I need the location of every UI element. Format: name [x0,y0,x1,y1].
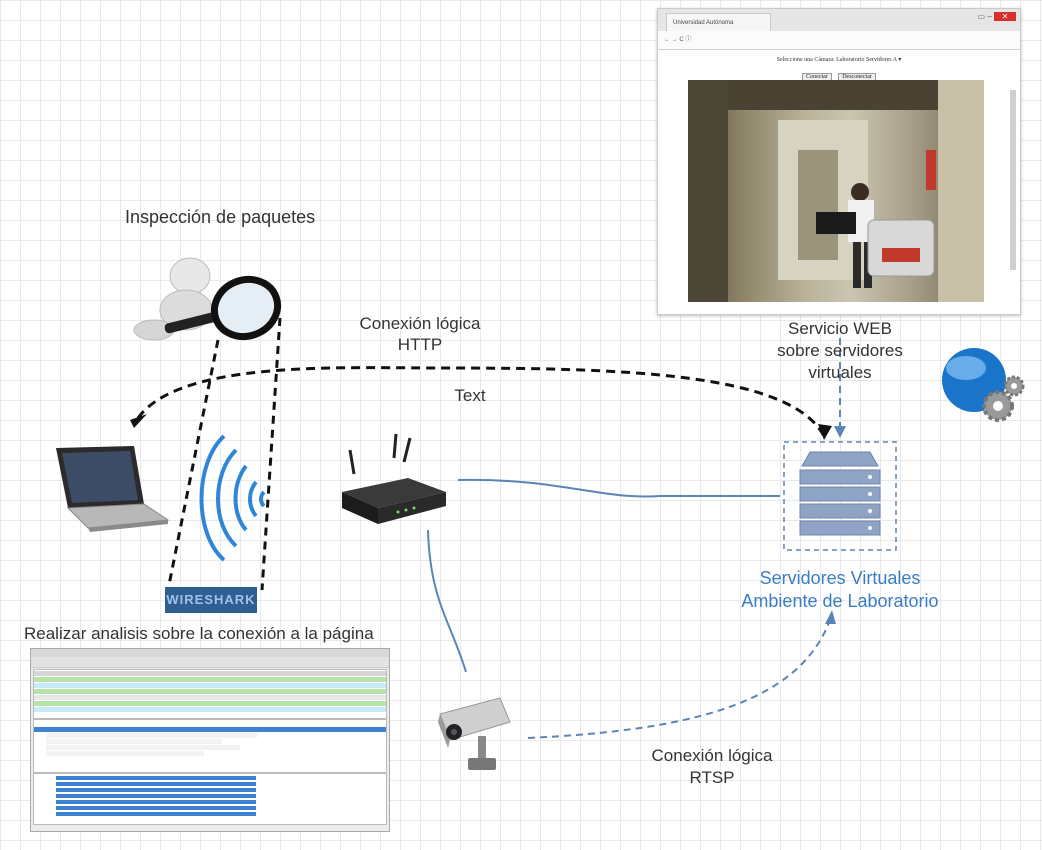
analysis-label: Realizar analisis sobre la conexión a la… [24,624,374,643]
servers-label-line2: Ambiente de Laboratorio [741,591,939,611]
server-icon [783,441,897,551]
browser-scrollbar[interactable] [1010,90,1016,270]
camera-video-feed [688,80,984,302]
rtsp-connection [527,619,831,739]
wireshark-logo: WIRESHARK [165,587,257,613]
browser-tab-bar: Universidad Autónoma ▭ – ✕ [658,9,1020,31]
browser-tab[interactable]: Universidad Autónoma [666,13,771,31]
web-service-arrowhead [834,426,846,438]
wifi-signal-icon [199,434,266,562]
inspection-beam-right [260,317,282,591]
minimize-icon[interactable]: ▭ – [977,12,994,21]
web-service-label-line2: sobre servidores [777,341,903,360]
router-icon [342,433,446,524]
camera-selector[interactable]: Seleccione una Cámara: Laboratorio Servi… [776,57,902,63]
wireshark-titlebar [31,649,389,657]
video-frame-illustration [688,80,984,302]
browser-content: Seleccione una Cámara: Laboratorio Servi… [658,50,1020,314]
wireshark-packet-details[interactable] [33,719,387,773]
camera-selector-value[interactable]: Laboratorio Servidores A [836,57,897,63]
close-icon[interactable]: ✕ [994,12,1016,21]
address-bar[interactable]: ← → C ⓘ [658,31,1020,50]
wireshark-toolbar[interactable] [31,657,389,668]
camera-selector-label: Seleccione una Cámara: [776,57,835,63]
magnifier-person-icon [133,257,282,341]
http-label-line2: HTTP [397,335,443,354]
http-label-line1: Conexión lógica [359,314,481,333]
rtsp-label-line1: Conexión lógica [651,746,773,765]
rtsp-arrowhead [825,610,836,624]
inspection-beam-left [166,339,220,591]
web-service-label-line1: Servicio WEB [788,319,892,338]
wireshark-window-screenshot [30,648,390,832]
security-camera-icon [438,697,511,770]
http-arrowhead-left [130,414,147,428]
router-server-link [457,478,780,498]
servers-label-line1: Servidores Virtuales [759,568,921,588]
http-arrowhead-right [818,424,832,440]
laptop-icon [56,446,170,532]
web-service-label-line3: virtuales [808,363,872,382]
inspection-label: Inspección de paquetes [125,207,316,227]
browser-window-screenshot: Universidad Autónoma ▭ – ✕ ← → C ⓘ Selec… [657,8,1021,315]
router-camera-link [427,529,467,673]
wireshark-hex-dump[interactable] [33,773,387,825]
wireshark-packet-list[interactable] [33,669,387,719]
window-controls[interactable]: ▭ – ✕ [978,12,1016,21]
rtsp-label-line2: RTSP [689,768,735,787]
text-label: Text [454,386,486,405]
http-connection-arc [136,366,826,437]
cloud-gear-icon [942,348,1025,422]
